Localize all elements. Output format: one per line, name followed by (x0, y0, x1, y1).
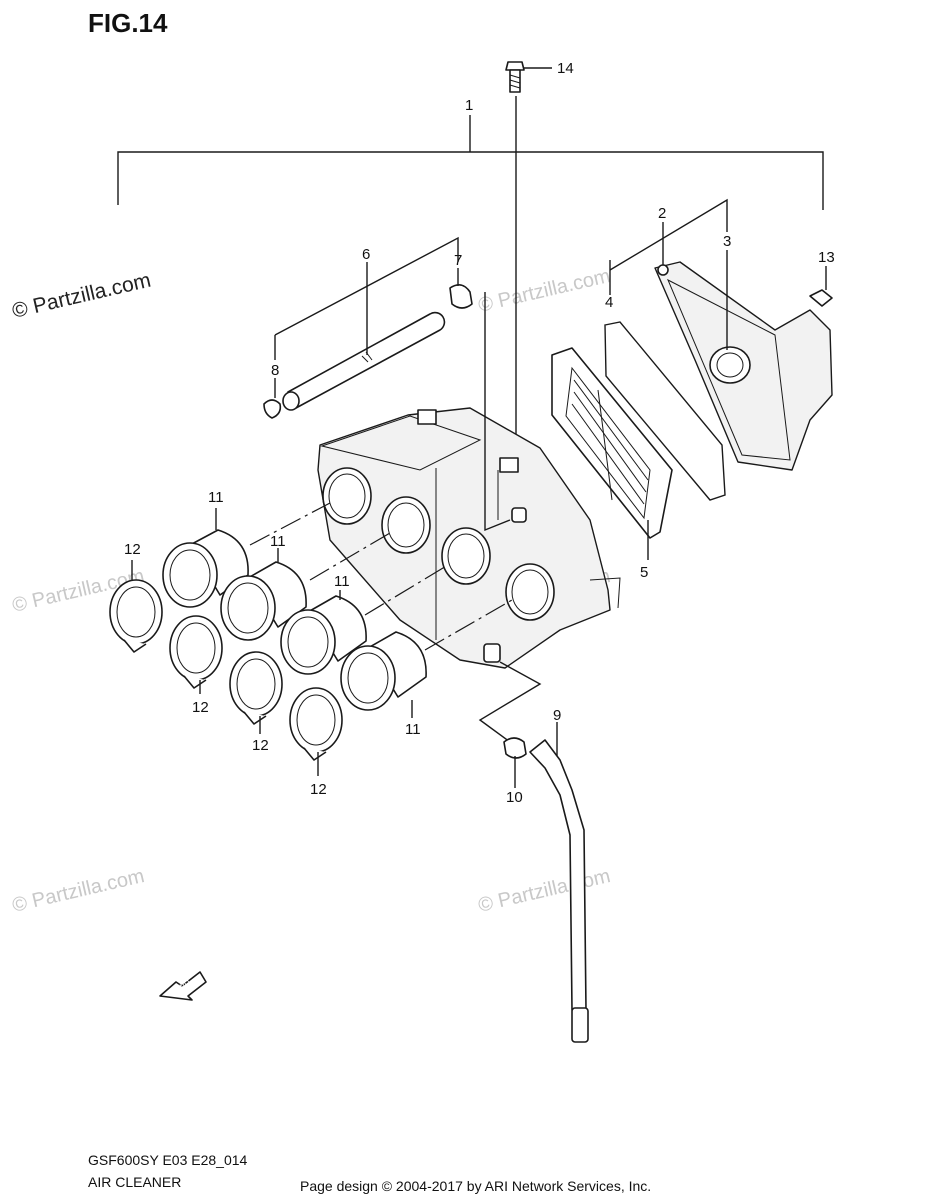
copyright-notice: Page design © 2004-2017 by ARI Network S… (300, 1178, 652, 1194)
part-2-cover (609, 198, 833, 471)
callout-12: 12 (124, 541, 141, 558)
callout-2: 2 (658, 205, 666, 222)
section-name: AIR CLEANER (88, 1174, 182, 1190)
callout-10: 10 (506, 789, 523, 806)
part-13-screw (809, 266, 833, 307)
fwd-arrow: FWD (159, 971, 207, 1001)
watermark-primary: © Partzilla.com (10, 269, 153, 323)
part-8-clip (263, 399, 282, 419)
callout-12: 12 (192, 699, 209, 716)
callout-1: 1 (465, 97, 473, 114)
inlet-pipe (162, 529, 249, 608)
callout-numbers: 1 2 3 4 5 6 7 8 9 10 11 11 11 11 12 12 1… (124, 60, 835, 806)
part-5-filter (551, 347, 673, 560)
callout-8: 8 (271, 362, 279, 379)
part-12-clamps (109, 560, 343, 776)
part-11-inlet-pipes (162, 508, 427, 718)
callout-13: 13 (818, 249, 835, 266)
part-10-clip (503, 737, 527, 788)
callout-14: 14 (557, 60, 574, 77)
callout-11: 11 (208, 489, 224, 506)
part-4-gasket (604, 260, 726, 501)
inlet-pipe (280, 595, 367, 675)
callout-7: 7 (454, 252, 462, 269)
callout-9: 9 (553, 707, 561, 724)
callout-12: 12 (252, 737, 269, 754)
clamp (169, 615, 223, 689)
callout-6: 6 (362, 246, 370, 263)
clamp (229, 651, 283, 725)
callout-5: 5 (640, 564, 648, 581)
watermark-faint: © Partzilla.com (476, 265, 612, 317)
callout-12: 12 (310, 781, 327, 798)
part-14-bolt (505, 61, 552, 470)
part-6-tube (274, 236, 459, 411)
inlet-pipe (220, 561, 307, 641)
callout-4: 4 (605, 294, 613, 311)
air-cleaner-case (317, 292, 621, 669)
figure-title: FIG.14 (88, 8, 168, 38)
part-7-clip (449, 268, 473, 309)
watermark-faint: © Partzilla.com (10, 865, 146, 917)
clamp (289, 687, 343, 761)
callout-3: 3 (723, 233, 731, 250)
part-9-drain-hose (478, 661, 589, 1043)
clamp (109, 579, 163, 653)
callout-11: 11 (334, 573, 350, 590)
alignment-lines (249, 502, 513, 651)
assembly-bracket (117, 115, 824, 210)
watermark-faint: © Partzilla.com (476, 865, 612, 917)
callout-11: 11 (405, 721, 421, 738)
inlet-pipe (340, 631, 427, 711)
model-code: GSF600SY E03 E28_014 (88, 1152, 248, 1168)
callout-11: 11 (270, 533, 286, 550)
